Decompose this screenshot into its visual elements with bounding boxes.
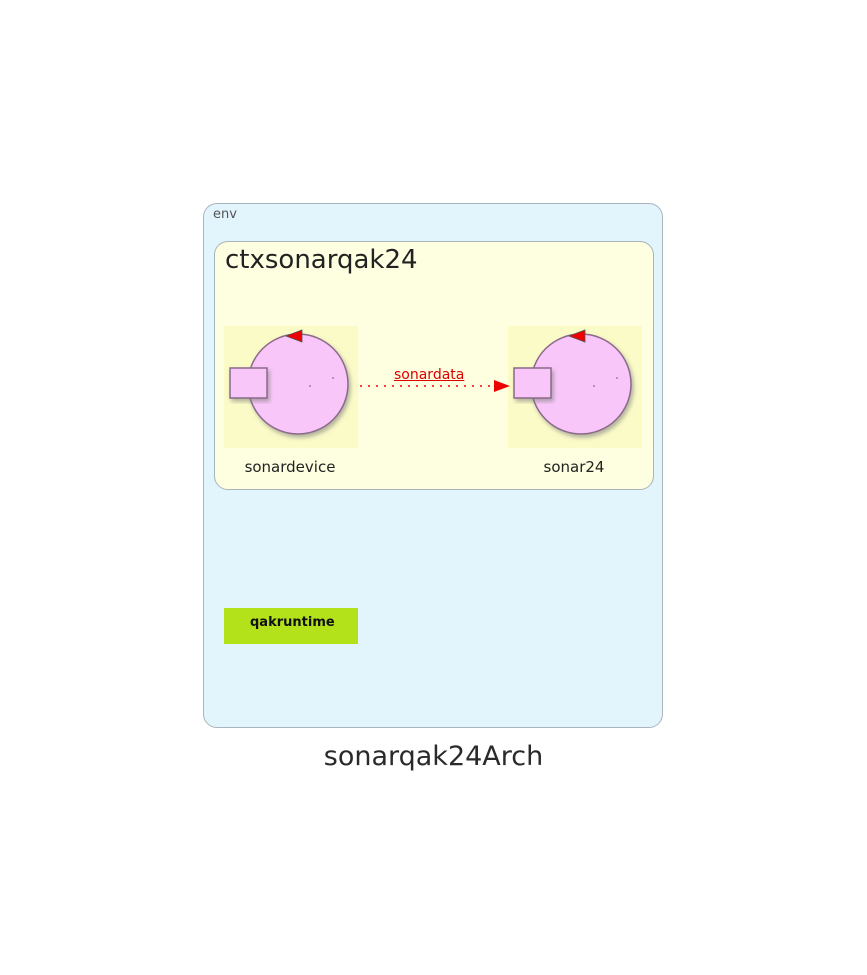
diagram-title: sonarqak24Arch <box>323 741 544 772</box>
actor-sonardevice[interactable] <box>224 326 358 448</box>
actor-cycle-arrow <box>284 329 303 343</box>
edge-label: sonardata <box>394 367 465 383</box>
env-label: env <box>213 207 237 222</box>
actor-sonardevice-icon <box>229 329 349 435</box>
context-label: ctxsonarqak24 <box>225 245 418 275</box>
runtime-box: qakruntime <box>224 608 358 644</box>
actor-port <box>513 367 552 399</box>
actor-sonar24-icon <box>513 329 632 435</box>
actor-port <box>229 367 268 399</box>
actor-cycle-arrow <box>567 329 586 343</box>
actor-sonar24[interactable] <box>508 326 642 448</box>
actor-label-sonardevice: sonardevice <box>244 458 336 476</box>
actor-label-sonar24: sonar24 <box>543 458 605 476</box>
runtime-label: qakruntime <box>250 615 335 630</box>
